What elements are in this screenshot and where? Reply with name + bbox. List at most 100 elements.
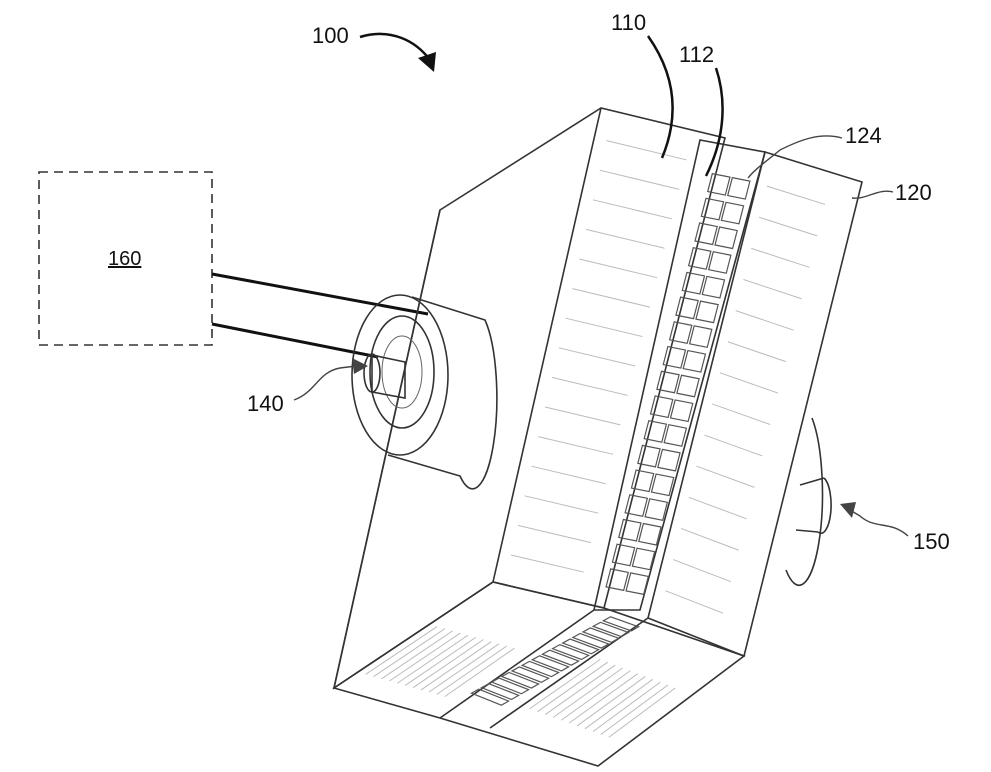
bottom-strip-cell	[591, 621, 631, 638]
label-electrode: 112	[679, 42, 714, 67]
hatch-line	[696, 465, 755, 488]
strip-cell	[657, 448, 681, 472]
strip-cell	[649, 395, 674, 419]
hatch-line	[719, 372, 779, 394]
hatch-line	[365, 626, 438, 675]
electrode-strip	[592, 139, 767, 611]
bottom-strip-cell	[480, 682, 520, 701]
hatch-line	[537, 661, 609, 713]
hatch-line	[704, 434, 763, 457]
arrow-device	[359, 32, 431, 61]
strip-cell	[644, 498, 669, 521]
bottom-strip-cell	[601, 616, 641, 632]
hatch-line	[712, 403, 771, 425]
hatch-line	[743, 279, 802, 300]
strip-cell	[720, 201, 745, 225]
strip-cell	[618, 518, 642, 542]
hatch-line	[665, 590, 724, 614]
hatch-line	[420, 641, 492, 691]
hatch-line	[551, 376, 628, 396]
hatch-line	[436, 645, 507, 695]
bottom-strip-cell	[490, 677, 530, 695]
strip-cell	[694, 222, 718, 246]
bottom-strip-cell	[551, 643, 591, 661]
bottom-strip-cell	[561, 638, 601, 655]
bottom-strip-cell	[530, 655, 571, 672]
bottom-strip-cell	[470, 688, 510, 706]
hatch-line	[735, 310, 794, 331]
hatch-line	[599, 169, 680, 190]
hatch-line	[688, 496, 747, 520]
hatch-line	[381, 630, 453, 680]
hatch-line	[510, 554, 584, 573]
hatch-line	[606, 140, 687, 161]
hatch-line	[529, 658, 601, 710]
wire-lower	[211, 322, 379, 359]
leader-outlet	[849, 509, 909, 537]
strip-cell	[611, 543, 636, 567]
hatch-line	[397, 634, 469, 684]
strip-cell	[663, 423, 688, 447]
strip-cell	[656, 370, 680, 394]
bottom-strip-cell	[520, 660, 560, 678]
strip-cell	[726, 176, 751, 200]
hatch-line	[373, 628, 446, 677]
arrow-device-head	[418, 52, 436, 72]
controller-label: 160	[108, 248, 141, 270]
bottom-strip-cell	[510, 666, 550, 684]
hatch-line	[766, 185, 826, 205]
strip-cell	[701, 275, 726, 299]
hatch-line	[444, 647, 515, 698]
leader-second-chamber	[851, 190, 894, 199]
strip-cell	[688, 325, 713, 349]
inlet-port	[351, 294, 498, 490]
strip-cell	[714, 226, 738, 250]
hatch-line	[428, 643, 500, 693]
strip-cell	[676, 374, 700, 398]
strip-cell	[669, 399, 694, 423]
leader-first-chamber	[646, 35, 674, 159]
hatch-line	[517, 524, 592, 544]
hatch-line	[404, 636, 477, 686]
hatch-line	[558, 347, 636, 367]
label-outlet: 150	[913, 529, 950, 554]
strip-cell	[662, 345, 687, 369]
strip-cell	[637, 444, 661, 468]
hatch-line	[680, 527, 739, 551]
hatch-line	[538, 436, 614, 455]
hatch-line	[673, 559, 732, 583]
hatch-line	[608, 687, 676, 738]
hatch-line	[565, 317, 643, 338]
strip-cell	[624, 494, 649, 517]
strip-cell	[700, 197, 725, 221]
hatch-line	[758, 216, 818, 237]
strip-cell	[707, 251, 732, 274]
controller-box	[38, 171, 213, 346]
label-spacer: 124	[845, 123, 882, 148]
strip-cell	[631, 547, 656, 571]
label-device: 100	[312, 23, 349, 48]
hatch-line	[531, 465, 606, 485]
hatch-line	[751, 247, 810, 268]
hatch-line	[389, 632, 461, 682]
bottom-strip-cell	[540, 649, 581, 666]
bottom-face	[332, 581, 746, 767]
strip-cell	[638, 522, 662, 546]
hatch-line	[568, 673, 639, 724]
strip-cell	[605, 568, 630, 592]
wire-upper	[211, 272, 429, 316]
leader-spacer	[747, 135, 843, 179]
label-first-chamber: 110	[611, 10, 646, 35]
hatch-line	[579, 258, 658, 279]
strip-cell	[675, 296, 699, 320]
strip-cell	[630, 469, 655, 493]
strip-cell	[681, 271, 706, 295]
bottom-strip-cell	[571, 632, 611, 649]
label-second-chamber: 120	[895, 180, 932, 205]
bottom-strip-cell	[581, 627, 621, 644]
strip-cell	[625, 572, 650, 596]
hatch-line	[584, 678, 654, 730]
leader-electrode	[704, 67, 724, 177]
